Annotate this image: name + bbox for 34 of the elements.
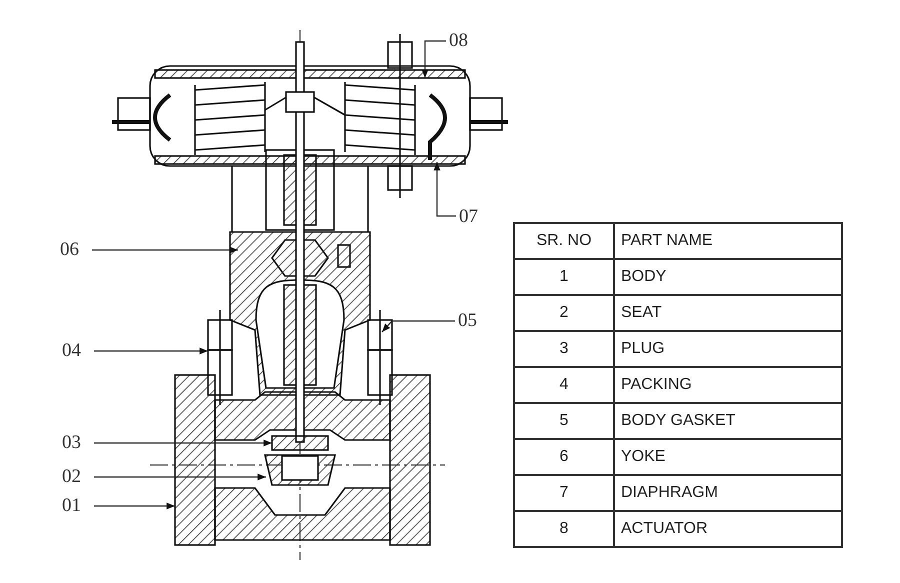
callout-number: 01 [62, 496, 81, 516]
serial-number-cell: 1 [514, 259, 614, 295]
part-name-cell: YOKE [614, 439, 842, 475]
table-header-cell: PART NAME [614, 223, 842, 259]
leader-line [92, 246, 238, 254]
callout-number: 04 [62, 341, 81, 361]
serial-number-cell: 3 [514, 331, 614, 367]
serial-number-cell: 8 [514, 511, 614, 547]
callout-number: 08 [449, 31, 468, 51]
part-name-cell: BODY GASKET [614, 403, 842, 439]
callout-number: 05 [458, 311, 477, 331]
callout-number: 06 [60, 240, 79, 260]
leader-line [94, 440, 272, 446]
serial-number-cell: 6 [514, 439, 614, 475]
part-name-cell: BODY [614, 259, 842, 295]
serial-number-cell: 7 [514, 475, 614, 511]
serial-number-cell: 5 [514, 403, 614, 439]
leader-line [434, 162, 456, 217]
callout-number: 03 [62, 433, 81, 453]
callout-number: 02 [62, 467, 81, 487]
callout-number: 07 [459, 207, 478, 227]
part-name-cell: PACKING [614, 367, 842, 403]
part-name-cell: SEAT [614, 295, 842, 331]
leader-line [382, 320, 455, 332]
leader-line [422, 40, 446, 78]
part-name-cell: PLUG [614, 331, 842, 367]
serial-number-cell: 4 [514, 367, 614, 403]
leader-line [94, 502, 175, 510]
serial-number-cell: 2 [514, 295, 614, 331]
leader-line [94, 348, 208, 354]
part-name-cell: ACTUATOR [614, 511, 842, 547]
part-name-cell: DIAPHRAGM [614, 475, 842, 511]
leader-line [94, 474, 266, 480]
table-header-cell: SR. NO [514, 223, 614, 259]
